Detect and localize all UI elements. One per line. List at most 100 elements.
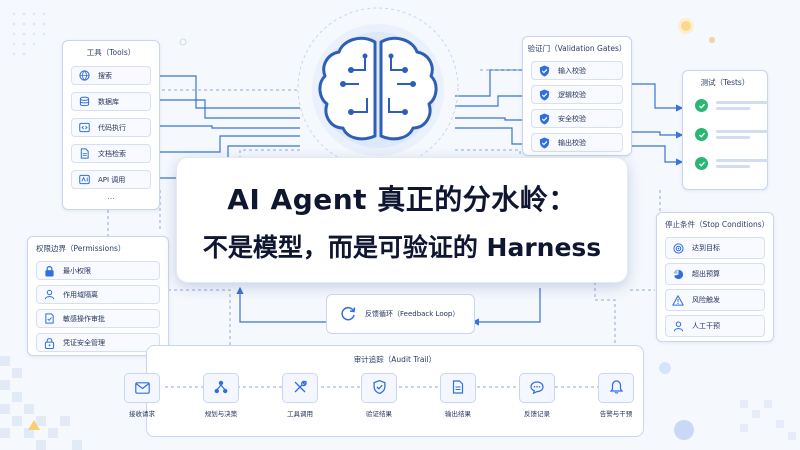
- shield-check-icon: [538, 89, 550, 101]
- audit-step-verify[interactable]: 验证结果: [349, 373, 409, 418]
- validation-item-label: 输出校验: [558, 138, 586, 147]
- budget-icon: [672, 268, 684, 280]
- database-icon: [78, 96, 90, 108]
- audit-step-label: 告警与干预: [599, 410, 633, 418]
- check-icon: [695, 128, 708, 141]
- stop-item-goal[interactable]: 达到目标: [665, 237, 765, 259]
- code-icon: [78, 122, 90, 134]
- permissions-panel: 权限边界（Permissions） 最小权限 作用域隔离 敏感操作审批 凭证安全…: [27, 236, 169, 356]
- stop-item-label: 人工干预: [692, 322, 720, 330]
- bell-icon: [609, 379, 623, 398]
- warning-icon: [672, 294, 684, 306]
- stop-title: 停止条件（Stop Conditions）: [665, 220, 770, 229]
- audit-step-receive[interactable]: 接收请求: [112, 373, 172, 418]
- feedback-loop-box[interactable]: 反馈循环（Feedback Loop）: [326, 294, 475, 334]
- audit-step-tools[interactable]: 工具调用: [270, 373, 330, 418]
- hero-title-line1: AI Agent 真正的分水岭：: [227, 183, 577, 216]
- permission-item-approval[interactable]: 敏感操作审批: [36, 309, 160, 328]
- credential-icon: [43, 337, 55, 349]
- shield-check-icon: [538, 65, 550, 77]
- audit-step-label: 反馈记录: [524, 410, 550, 418]
- validation-item-label: 安全校验: [558, 114, 586, 123]
- audit-step-alert[interactable]: 告警与干预: [586, 373, 646, 418]
- permission-item-credential[interactable]: 凭证安全管理: [36, 333, 160, 352]
- approval-icon: [43, 313, 55, 325]
- test-placeholder-bars: [716, 159, 768, 168]
- validation-item-input[interactable]: 输入校验: [531, 61, 623, 80]
- tool-item-database[interactable]: 数据库: [71, 92, 151, 111]
- person-icon: [672, 320, 684, 332]
- tools-title: 工具（Tools）: [86, 48, 136, 57]
- hero-title-card: AI Agent 真正的分水岭： 不是模型，而是可验证的 Harness: [176, 157, 628, 283]
- tool-item-label: API 调用: [98, 175, 126, 184]
- test-row: [695, 99, 768, 112]
- tools-panel: 工具（Tools） 搜索 数据库 代码执行 文档检索 API 调用 ...: [62, 40, 160, 210]
- validation-item-label: 输入校验: [558, 66, 586, 75]
- tools-icon: [293, 379, 307, 398]
- audit-step-label: 规划与决策: [204, 410, 238, 418]
- mail-icon: [134, 379, 150, 398]
- tool-item-search[interactable]: 搜索: [71, 66, 151, 85]
- permissions-title: 权限边界（Permissions）: [36, 244, 126, 253]
- audit-step-plan[interactable]: 规划与决策: [191, 373, 251, 418]
- document-icon: [78, 148, 90, 160]
- stop-item-budget[interactable]: 超出预算: [665, 263, 765, 285]
- network-icon: [214, 379, 228, 398]
- lock-icon: [43, 265, 55, 277]
- validation-item-output[interactable]: 输出校验: [531, 133, 623, 152]
- permission-item-label: 作用域隔离: [63, 290, 98, 299]
- shield-check-icon: [538, 113, 550, 125]
- brain-icon: [312, 24, 444, 156]
- stop-item-human[interactable]: 人工干预: [665, 315, 765, 337]
- tool-item-label: 数据库: [98, 97, 119, 106]
- hero-title-line2: 不是模型，而是可验证的 Harness: [202, 233, 602, 262]
- audit-step-label: 接收请求: [129, 410, 155, 418]
- tool-item-label: 搜索: [98, 71, 112, 80]
- audit-title: 审计追踪（Audit Trail）: [353, 355, 437, 364]
- file-icon: [452, 379, 464, 398]
- tool-item-label: 代码执行: [98, 123, 126, 132]
- test-row: [695, 128, 768, 141]
- permission-item-least[interactable]: 最小权限: [36, 261, 160, 280]
- tests-panel: 测试（Tests）: [682, 70, 768, 190]
- audit-step-label: 验证结果: [366, 410, 392, 418]
- tests-title: 测试（Tests）: [700, 78, 750, 87]
- permission-item-scope[interactable]: 作用域隔离: [36, 285, 160, 304]
- test-row: [695, 157, 768, 170]
- shield-check-icon: [538, 137, 550, 149]
- stop-item-label: 风险触发: [692, 296, 720, 304]
- api-icon: [78, 174, 90, 186]
- stop-item-label: 达到目标: [692, 244, 720, 252]
- shield-check-icon: [372, 379, 386, 398]
- validation-item-label: 逻辑校验: [558, 90, 586, 99]
- loop-icon: [339, 305, 357, 323]
- target-icon: [672, 242, 684, 254]
- globe-icon: [78, 70, 90, 82]
- user-scope-icon: [43, 289, 55, 301]
- permission-item-label: 最小权限: [63, 266, 91, 275]
- stop-conditions-panel: 停止条件（Stop Conditions） 达到目标 超出预算 风险触发 人工干…: [656, 212, 774, 342]
- validation-panel: 验证门（Validation Gates） 输入校验 逻辑校验 安全校验 输出校…: [522, 36, 632, 156]
- tool-item-label: 文档检索: [98, 149, 126, 158]
- feedback-loop-label: 反馈循环（Feedback Loop）: [365, 310, 460, 318]
- audit-step-label: 输出结果: [445, 410, 471, 418]
- tool-item-docs[interactable]: 文档检索: [71, 144, 151, 163]
- tools-more: ...: [107, 192, 115, 201]
- test-placeholder-bars: [716, 101, 768, 110]
- test-placeholder-bars: [716, 130, 768, 139]
- tool-item-api[interactable]: API 调用: [71, 170, 151, 189]
- permission-item-label: 凭证安全管理: [63, 338, 105, 347]
- stop-item-risk[interactable]: 风险触发: [665, 289, 765, 311]
- check-icon: [695, 99, 708, 112]
- validation-title: 验证门（Validation Gates）: [527, 44, 627, 53]
- tool-item-code[interactable]: 代码执行: [71, 118, 151, 137]
- chat-icon: [530, 379, 544, 398]
- validation-item-security[interactable]: 安全校验: [531, 109, 623, 128]
- check-icon: [695, 157, 708, 170]
- permission-item-label: 敏感操作审批: [63, 314, 105, 323]
- validation-item-logic[interactable]: 逻辑校验: [531, 85, 623, 104]
- stop-item-label: 超出预算: [692, 270, 720, 278]
- audit-step-output[interactable]: 输出结果: [428, 373, 488, 418]
- audit-step-feedback[interactable]: 反馈记录: [507, 373, 567, 418]
